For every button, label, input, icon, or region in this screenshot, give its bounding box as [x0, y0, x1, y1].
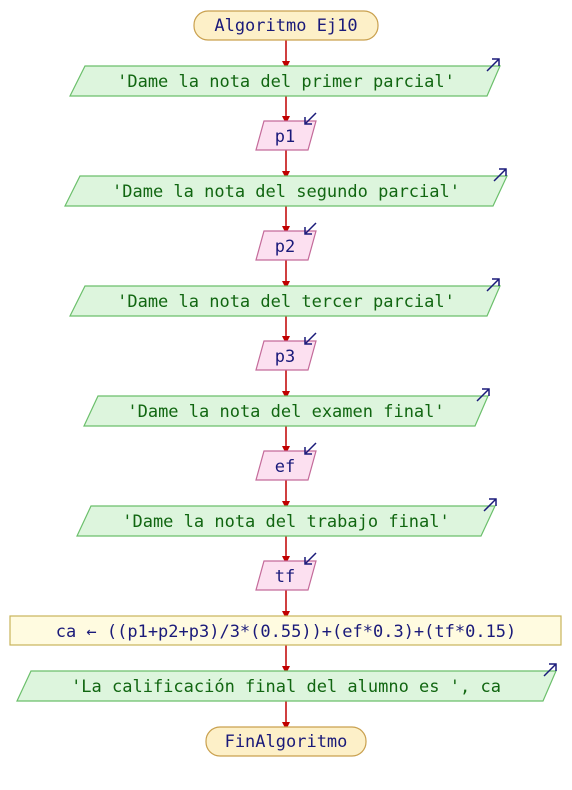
input-text-p1: p1 — [275, 127, 295, 147]
output-text-4: 'Dame la nota del examen final' — [127, 402, 444, 422]
input-arrow-icon — [304, 222, 317, 235]
output-arrow-icon — [486, 58, 500, 72]
output-step-1: 'Dame la nota del primer parcial' — [69, 58, 501, 97]
input-step-p2: p2 — [255, 222, 317, 261]
input-step-ef: ef — [255, 442, 317, 481]
input-arrow-icon — [304, 442, 317, 455]
output-text-6: 'La calificación final del alumno es ', … — [71, 677, 501, 697]
output-text-5: 'Dame la nota del trabajo final' — [122, 512, 450, 532]
input-arrow-icon — [304, 552, 317, 565]
output-step-6: 'La calificación final del alumno es ', … — [16, 663, 557, 702]
output-arrow-icon — [476, 388, 490, 402]
end-label: FinAlgoritmo — [225, 732, 348, 752]
output-step-5: 'Dame la nota del trabajo final' — [76, 498, 497, 537]
output-arrow-icon — [543, 663, 557, 677]
output-step-3: 'Dame la nota del tercer parcial' — [69, 278, 501, 317]
output-arrow-icon — [493, 168, 507, 182]
start-terminal: Algoritmo Ej10 — [193, 10, 379, 41]
input-text-tf: tf — [275, 567, 295, 587]
output-text-1: 'Dame la nota del primer parcial' — [117, 72, 455, 92]
process-step: ca ← ((p1+p2+p3)/3*(0.55))+(ef*0.3)+(tf*… — [9, 615, 562, 646]
input-text-p2: p2 — [275, 237, 295, 257]
output-text-2: 'Dame la nota del segundo parcial' — [112, 182, 460, 202]
end-terminal: FinAlgoritmo — [205, 726, 367, 757]
input-arrow-icon — [304, 112, 317, 125]
output-text-3: 'Dame la nota del tercer parcial' — [117, 292, 455, 312]
start-label: Algoritmo Ej10 — [214, 16, 357, 36]
input-step-p1: p1 — [255, 112, 317, 151]
input-step-p3: p3 — [255, 332, 317, 371]
input-arrow-icon — [304, 332, 317, 345]
output-arrow-icon — [483, 498, 497, 512]
input-text-ef: ef — [275, 457, 295, 477]
output-arrow-icon — [486, 278, 500, 292]
input-step-tf: tf — [255, 552, 317, 591]
output-step-2: 'Dame la nota del segundo parcial' — [64, 168, 508, 207]
process-text: ca ← ((p1+p2+p3)/3*(0.55))+(ef*0.3)+(tf*… — [56, 622, 517, 642]
output-step-4: 'Dame la nota del examen final' — [83, 388, 490, 427]
input-text-p3: p3 — [275, 347, 295, 367]
